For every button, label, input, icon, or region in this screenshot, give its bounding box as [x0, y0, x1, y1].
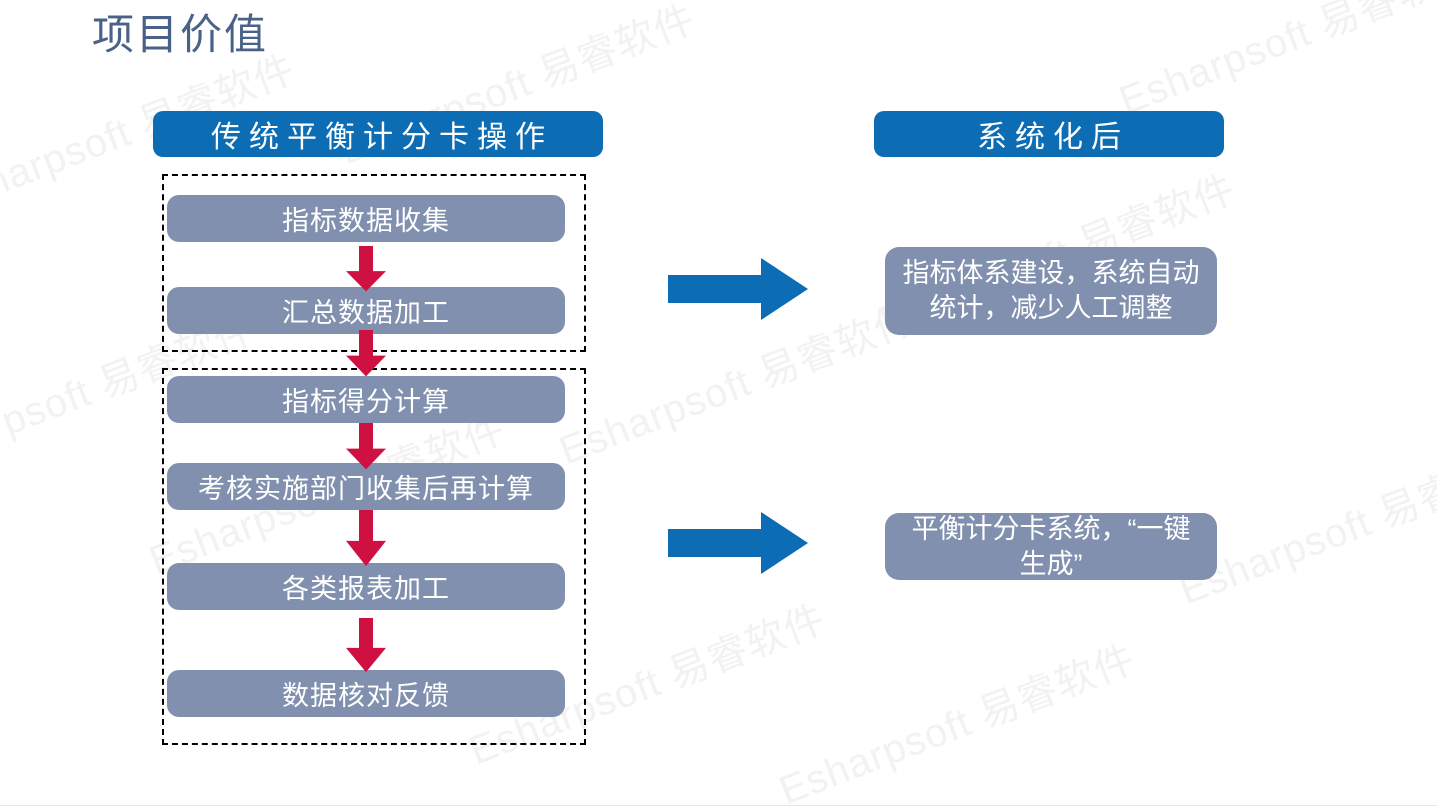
- step-box-6[interactable]: 数据核对反馈: [167, 670, 565, 717]
- step-box-5[interactable]: 各类报表加工: [167, 563, 565, 610]
- right-column-header: 系统化后: [874, 111, 1224, 157]
- left-column-header: 传统平衡计分卡操作: [153, 111, 603, 157]
- slide-bottom-divider: [0, 805, 1437, 806]
- arrow-right-block-icon: [668, 258, 808, 320]
- page-title: 项目价值: [92, 11, 269, 58]
- step-box-1[interactable]: 指标数据收集: [167, 195, 565, 242]
- arrow-right-block-icon: [668, 512, 808, 574]
- step-box-2[interactable]: 汇总数据加工: [167, 287, 565, 334]
- result-box-1[interactable]: 指标体系建设，系统自动统计，减少人工调整: [885, 247, 1217, 335]
- step-box-4[interactable]: 考核实施部门收集后再计算: [167, 463, 565, 510]
- dashed-group-data-collection: [162, 174, 586, 352]
- arrow-down-icon: [342, 246, 390, 293]
- arrow-down-icon: [342, 423, 390, 471]
- step-box-3[interactable]: 指标得分计算: [167, 376, 565, 423]
- arrow-down-icon: [342, 330, 390, 378]
- dashed-group-scoring-reporting: [162, 368, 586, 745]
- result-box-2[interactable]: 平衡计分卡系统，“一键生成”: [885, 513, 1217, 580]
- arrow-down-icon: [342, 618, 390, 674]
- arrow-down-icon: [342, 510, 390, 568]
